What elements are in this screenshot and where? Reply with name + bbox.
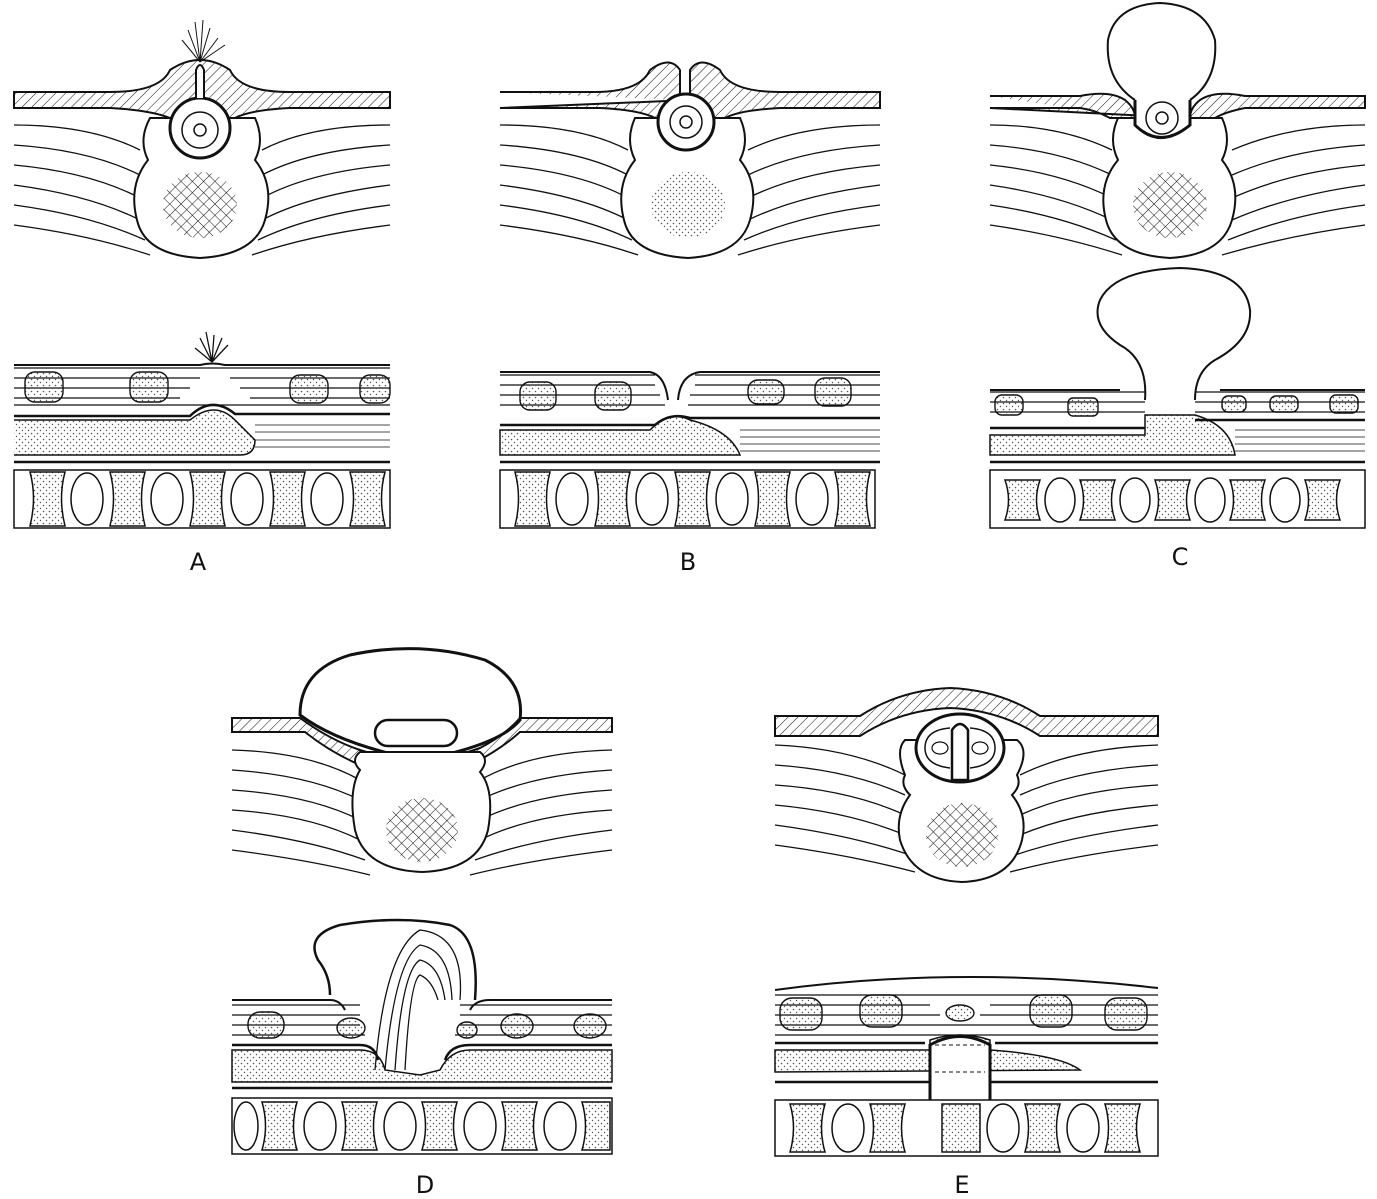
panel-e: E [775,688,1158,1199]
panel-d-sagittal-section [232,920,612,1154]
muscle-lines-left [14,125,150,255]
muscle-lines-right [1010,745,1158,872]
spinal-cord-sagittal [232,1050,612,1082]
panel-a-sagittal-section [14,332,390,528]
central-canal [680,116,692,128]
cord-striation [1235,430,1365,451]
hair-tuft [182,20,225,62]
panel-a-cross-section [14,20,390,258]
vertebral-column [990,470,1365,528]
muscle-lines-right [738,125,880,255]
muscle-lines-right [1222,125,1365,255]
bony-spur [930,1037,990,1101]
central-canal [194,124,206,136]
spinal-cord-sagittal [500,417,740,455]
muscle-lines-left [232,750,370,875]
skin-surface [775,977,1158,990]
vertebral-body-hatched [163,172,237,238]
panel-c: C [990,3,1365,571]
meningocele-sac [1108,3,1216,100]
vertebral-column [500,470,875,528]
muscle-layer [14,368,390,405]
panel-a: A [14,20,390,576]
meningocele-sac-sagittal [1098,268,1251,400]
panel-label-c: C [1172,543,1189,571]
vertebral-column [232,1098,612,1154]
panel-e-cross-section [775,688,1158,882]
muscle-lines-right [252,125,390,255]
panel-label-d: D [416,1171,434,1199]
panel-label-e: E [954,1171,969,1199]
muscle-layer [232,1005,612,1035]
bony-septum [952,724,968,780]
central-canal-right [972,742,988,754]
vertebral-column [775,1100,1158,1156]
cord-striation [740,430,880,451]
vertebral-body-hatched [386,798,458,862]
cord-striation [255,425,390,447]
panel-e-sagittal-section [775,977,1158,1156]
panel-label-a: A [190,548,207,576]
muscle-lines-left [990,125,1122,255]
muscle-lines-left [500,125,638,255]
vertebral-body-hatched [1133,172,1207,238]
panel-b: B [500,63,880,577]
panel-d-cross-section [232,649,612,875]
panel-b-sagittal-section [500,372,880,528]
hair-tuft-sagittal [195,332,228,362]
sinus-tract [196,65,204,98]
muscle-lines-right [470,750,612,875]
panel-c-cross-section [990,3,1365,258]
panel-b-cross-section [500,63,880,259]
neural-placode [375,720,457,746]
spinal-cord-sagittal [775,1035,1080,1072]
skin-surface [14,364,390,366]
panel-d: D [232,649,612,1199]
central-canal [1156,112,1168,124]
central-canal-left [932,742,948,754]
vertebral-body-dotted [651,172,725,238]
panel-c-sagittal-section [990,268,1365,528]
vertebral-body-hatched [926,803,998,867]
muscle-lines-left [775,745,915,872]
panel-label-b: B [680,548,696,576]
vertebral-column [14,470,390,528]
